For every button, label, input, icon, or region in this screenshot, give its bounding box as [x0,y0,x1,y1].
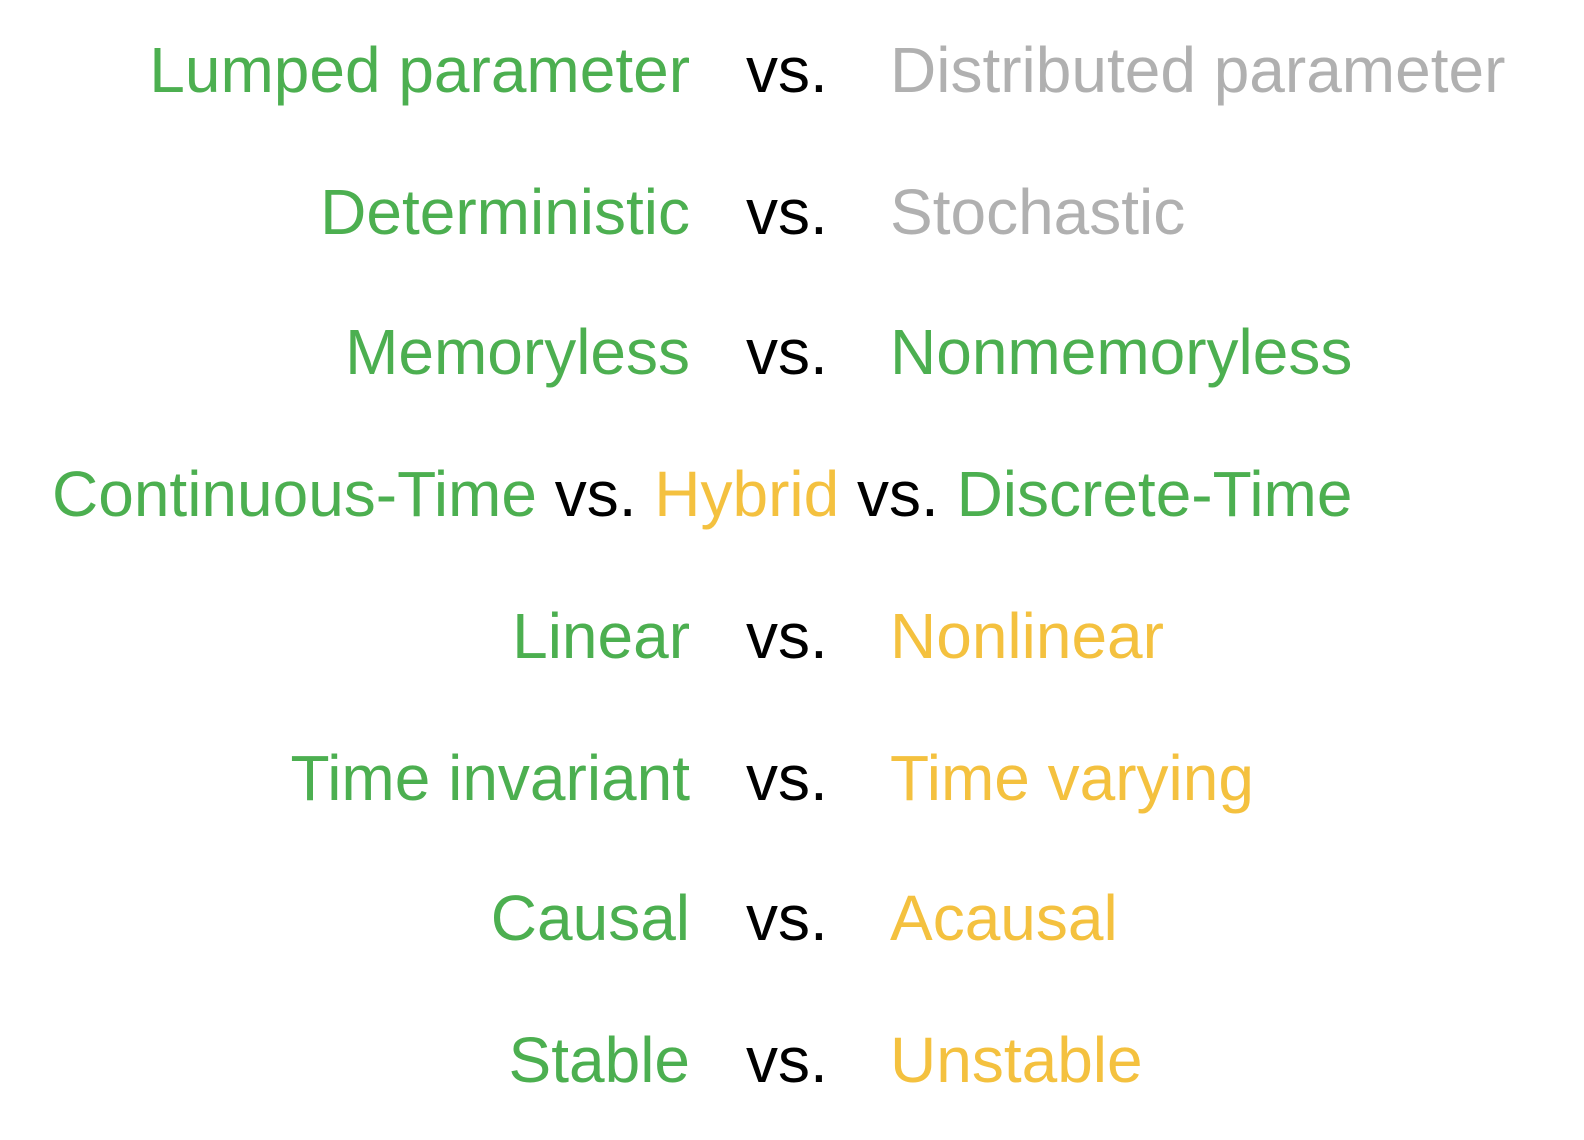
vs-separator: vs. [746,316,828,388]
label-deterministic: Deterministic [320,176,690,248]
label-unstable: Unstable [890,1024,1143,1096]
label-discrete-time: Discrete-Time [956,458,1353,530]
vs-separator: vs. [746,176,828,248]
row-memoryless-vs-nonmemoryless: Memoryless vs. Nonmemoryless [0,312,1584,392]
label-hybrid: Hybrid [654,458,840,530]
vs-separator: vs. [746,882,828,954]
label-causal: Causal [490,882,690,954]
label-distributed-parameter: Distributed parameter [890,34,1506,106]
vs-separator: vs. [746,742,828,814]
row-continuous-hybrid-discrete: Continuous-Time vs. Hybrid vs. Discrete-… [0,454,1584,534]
vs-separator: vs. [746,34,828,106]
vs-separator: vs. [554,458,637,530]
row-linear-vs-nonlinear: Linear vs. Nonlinear [0,596,1584,676]
label-stochastic: Stochastic [890,176,1186,248]
label-linear: Linear [512,600,690,672]
label-nonlinear: Nonlinear [890,600,1164,672]
row-stable-vs-unstable: Stable vs. Unstable [0,1020,1584,1100]
vs-separator: vs. [746,600,828,672]
row-causal-vs-acausal: Causal vs. Acausal [0,878,1584,958]
row-lumped-vs-distributed: Lumped parameter vs. Distributed paramet… [0,30,1584,110]
vs-separator: vs. [857,458,939,530]
label-memoryless: Memoryless [345,316,690,388]
label-stable: Stable [508,1024,690,1096]
row-deterministic-vs-stochastic: Deterministic vs. Stochastic [0,172,1584,252]
three-way-line: Continuous-Time vs. Hybrid vs. Discrete-… [52,454,1352,534]
vs-separator: vs. [746,1024,828,1096]
label-acausal: Acausal [890,882,1118,954]
label-lumped-parameter: Lumped parameter [149,34,690,106]
label-time-varying: Time varying [890,742,1254,814]
label-continuous-time: Continuous-Time [52,458,537,530]
label-time-invariant: Time invariant [290,742,690,814]
row-time-invariant-vs-time-varying: Time invariant vs. Time varying [0,738,1584,818]
label-nonmemoryless: Nonmemoryless [890,316,1353,388]
